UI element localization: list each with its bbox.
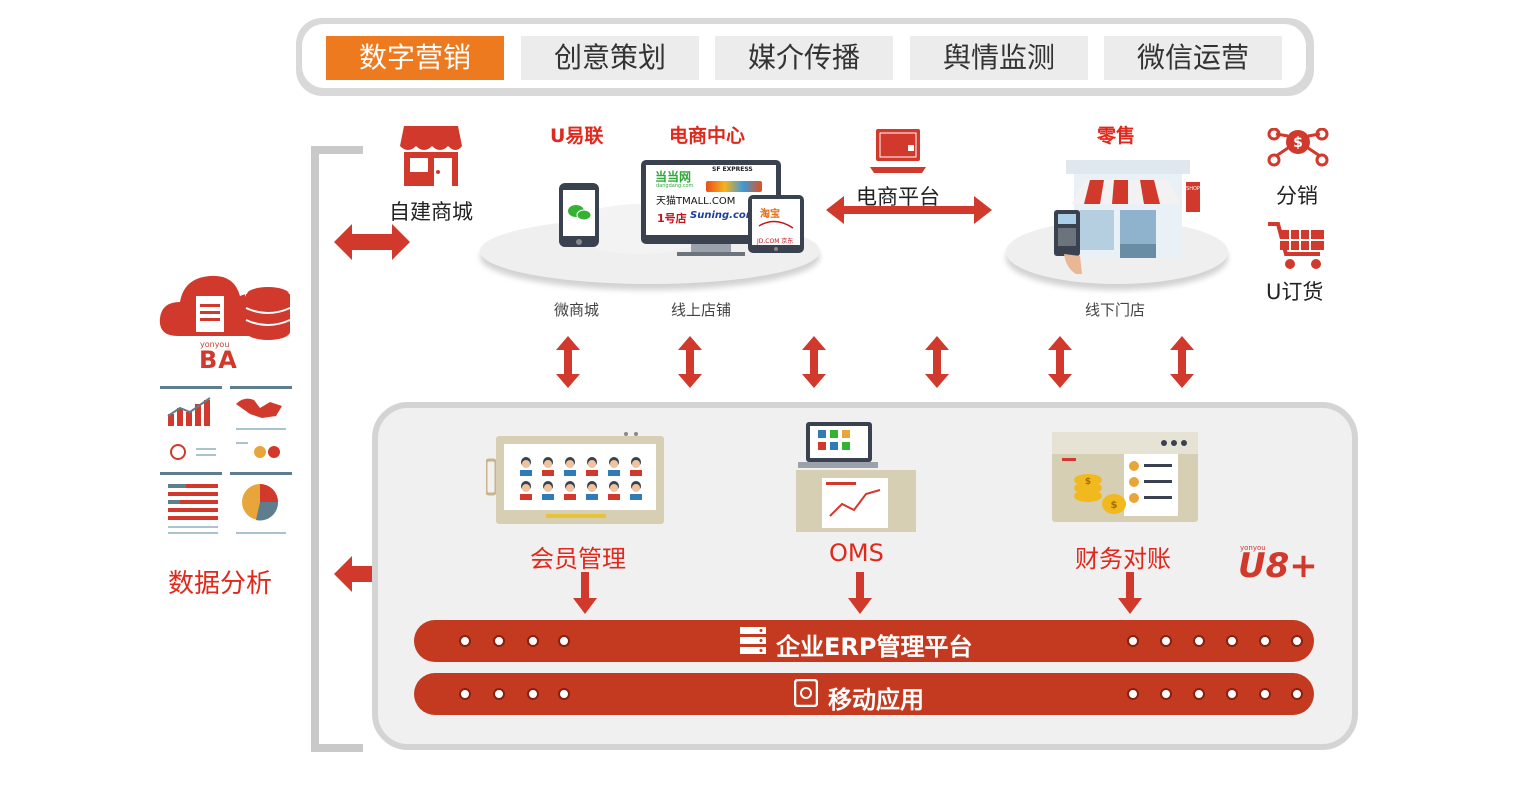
store-icon: [400, 126, 462, 186]
rivet: [459, 688, 471, 700]
double-arrow-platform: [826, 196, 992, 224]
dangdang-logo: 当当网: [655, 170, 692, 184]
distribution-network-icon: $: [1267, 128, 1329, 167]
rivet: [1226, 688, 1238, 700]
rivet: [1226, 635, 1238, 647]
rivet: [558, 688, 570, 700]
rivet: [459, 635, 471, 647]
offline-store-label: 线下门店: [1085, 301, 1146, 319]
jd-logo: JD.COM 京东: [757, 238, 794, 245]
vertical-arrow-1: [556, 336, 580, 388]
rivet: [1291, 635, 1303, 647]
rivet: [1259, 635, 1271, 647]
shop-sign-text: SHOP: [1186, 186, 1200, 192]
u8-logo: U8+: [1238, 546, 1318, 586]
vertical-arrow-4: [925, 336, 949, 388]
retail-shop-icon: SHOP: [1054, 160, 1200, 274]
online-store-label: 线上店铺: [671, 301, 732, 319]
rivet: [1193, 635, 1205, 647]
erp-platform-label: 企业ERP管理平台: [776, 633, 973, 661]
svg-text:$: $: [1293, 135, 1303, 151]
rivet: [527, 635, 539, 647]
data-analysis-label: 数据分析: [168, 569, 273, 599]
rivet: [493, 688, 505, 700]
down-arrow-oms: [848, 572, 872, 614]
down-arrow-finance: [1118, 572, 1142, 614]
mobile-app-label: 移动应用: [828, 686, 924, 714]
u-order-label: U订货: [1266, 280, 1324, 304]
finance-label: 财务对账: [1075, 545, 1171, 573]
bracket-top: [311, 146, 363, 154]
wechat-phone-icon: [559, 183, 599, 247]
rivet: [1291, 688, 1303, 700]
down-arrow-member: [573, 572, 597, 614]
suning-logo: Suning.com: [690, 210, 757, 221]
ba-brand: BA: [199, 346, 238, 374]
tab-digital-marketing[interactable]: 数字营销: [326, 36, 504, 80]
vertical-arrow-3: [802, 336, 826, 388]
dangdang-url: dangdang.com: [656, 183, 694, 189]
vertical-arrow-5: [1048, 336, 1072, 388]
u8-brand-small: yonyou: [1240, 544, 1266, 552]
vertical-arrow-6: [1170, 336, 1194, 388]
taobao-logo: 淘宝: [760, 209, 780, 220]
member-label: 会员管理: [530, 545, 626, 573]
paipai-logo-bar: [706, 181, 762, 192]
member-board-icon: [486, 432, 664, 524]
rivet: [493, 635, 505, 647]
svg-text:$: $: [1085, 477, 1091, 487]
tab-wechat-ops[interactable]: 微信运营: [1104, 36, 1282, 80]
analytics-dashboard-icon: [160, 386, 292, 534]
server-icon: [740, 627, 766, 654]
distribution-label: 分销: [1276, 184, 1318, 208]
svg-text:$: $: [1111, 500, 1118, 511]
tmall-logo: 天猫TMALL.COM: [656, 196, 736, 207]
rivet: [1127, 688, 1139, 700]
vertical-arrow-2: [678, 336, 702, 388]
ecommerce-center-label: 电商中心: [669, 125, 746, 147]
cloud-database-icon: [159, 275, 291, 340]
rivet: [527, 688, 539, 700]
ecommerce-platform-label: 电商平台: [856, 185, 940, 209]
rivet: [1127, 635, 1139, 647]
tab-opinion-monitor[interactable]: 舆情监测: [910, 36, 1088, 80]
bracket-vertical: [311, 146, 319, 752]
rivet: [1193, 688, 1205, 700]
ba-brand-small: yonyou: [200, 340, 230, 349]
sf-logo: SF EXPRESS: [712, 166, 753, 173]
u-yilian-label: U易联: [550, 125, 604, 147]
laptop-icon: [870, 129, 926, 173]
rivet: [1160, 688, 1172, 700]
oms-label: OMS: [829, 539, 884, 567]
tab-media-spread[interactable]: 媒介传播: [715, 36, 893, 80]
bracket-bottom: [311, 744, 363, 752]
double-arrow-self-mall: [334, 224, 410, 260]
rivet: [1160, 635, 1172, 647]
shopping-cart-icon: [1268, 222, 1324, 269]
self-mall-label: 自建商城: [389, 200, 473, 224]
oms-device-icon: [796, 422, 916, 532]
rivet: [1259, 688, 1271, 700]
tab-creative-planning[interactable]: 创意策划: [521, 36, 699, 80]
rivet: [558, 635, 570, 647]
finance-board-icon: $ $: [1052, 432, 1198, 522]
tablet-icon: [748, 195, 804, 253]
yhd-logo: 1号店: [657, 212, 687, 225]
mobile-app-icon: [794, 679, 818, 707]
retail-label: 零售: [1097, 125, 1136, 147]
wechat-mall-label: 微商城: [554, 301, 600, 319]
